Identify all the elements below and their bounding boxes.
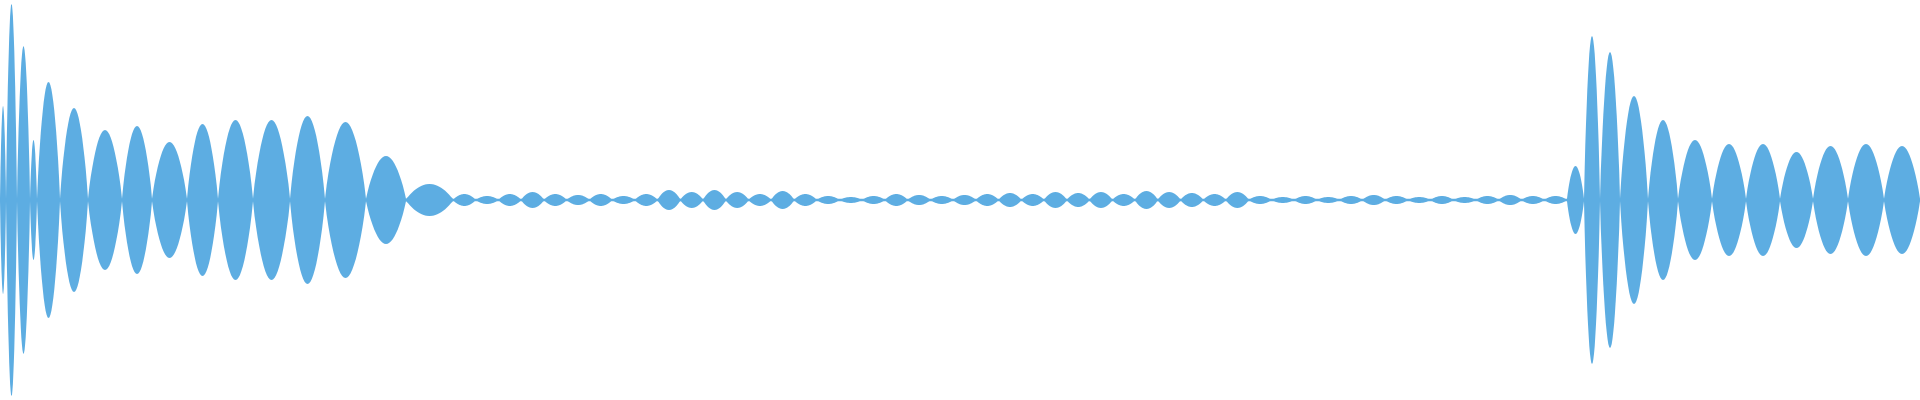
waveform-baseline (0, 199, 1920, 201)
waveform-lobes (0, 4, 1920, 396)
